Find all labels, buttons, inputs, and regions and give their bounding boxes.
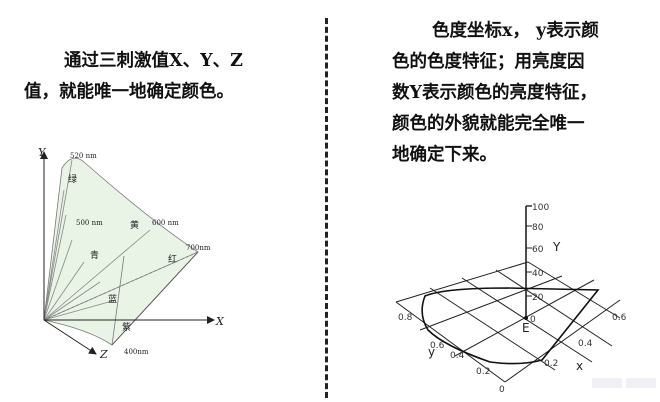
left-text-line-2: 值，就能唯一地确定颜色。 xyxy=(24,82,234,102)
left-description: 通过三刺激值X、Y、Z 值，就能唯一地确定颜色。 xyxy=(24,46,286,108)
wavelength-600: 600 nm xyxy=(152,219,179,227)
z-guide xyxy=(111,255,125,346)
x-axis-label: X xyxy=(215,315,225,328)
xyy-diagram: 100 80 60 40 20 Y E 0 0.8 0.6 0.4 0.2 y … xyxy=(395,203,627,395)
white-point xyxy=(524,316,528,320)
right-text-line-3: 数Y表示颜色的亮度特征， xyxy=(392,83,597,103)
x-tick-0.2: 0.2 xyxy=(544,359,558,369)
label-green: 绿 xyxy=(68,173,77,185)
label-purple: 紫 xyxy=(122,322,131,333)
purple-line xyxy=(111,251,199,346)
z-axis xyxy=(43,319,97,355)
y-axis-letter: y xyxy=(428,345,435,359)
y-axis-label: Y xyxy=(38,146,47,159)
label-red: 红 xyxy=(168,253,177,265)
z-axis-label: Z xyxy=(99,348,108,361)
xyz-axes xyxy=(40,151,215,355)
x-tick-0.6: 0.6 xyxy=(612,313,627,323)
y-base-tick-0.8: 0.8 xyxy=(398,313,413,323)
right-text-line-4: 颜色的外貌就能完全唯一 xyxy=(392,114,585,134)
white-point-label: E xyxy=(522,321,530,335)
right-description: 色度坐标x， y表示颜 色的色度特征；用亮度因 数Y表示颜色的亮度特征， 颜色的… xyxy=(392,16,642,171)
label-cyan: 青 xyxy=(90,249,99,261)
base-origin: 0 xyxy=(499,385,505,395)
right-text-line-1: 色度坐标x， y表示颜 xyxy=(432,21,599,41)
xyz-diagram: Y X Z 520 nm 500 nm 600 nm 700nm 400nm 绿… xyxy=(38,146,225,361)
y-base-tick-0.2: 0.2 xyxy=(476,367,490,377)
chromaticity-grid xyxy=(395,261,621,383)
spectral-locus-region xyxy=(43,157,199,346)
watermark-block xyxy=(626,378,656,388)
y-tick-80: 80 xyxy=(532,223,544,233)
y-tick-60: 60 xyxy=(532,245,544,255)
watermark-block xyxy=(592,378,622,388)
y-base-tick-0.6: 0.6 xyxy=(430,341,445,351)
dashed-divider xyxy=(325,18,328,398)
y-tick-100: 100 xyxy=(532,203,549,213)
luminance-label: Y xyxy=(552,240,561,254)
wavelength-400: 400nm xyxy=(124,348,149,356)
right-text-line-2: 色的色度特征；用亮度因 xyxy=(392,52,585,72)
x-axis-letter: x xyxy=(576,359,583,373)
label-yellow: 黄 xyxy=(130,219,139,231)
x-tick-0.4: 0.4 xyxy=(578,339,593,349)
dashed-guide xyxy=(43,251,199,321)
y-base-tick-0.4: 0.4 xyxy=(450,351,465,361)
label-blue: 蓝 xyxy=(108,293,117,305)
spectral-locus xyxy=(421,287,600,365)
right-text-line-5: 地确定下来。 xyxy=(392,145,497,165)
wavelength-700: 700nm xyxy=(186,244,211,252)
luminance-origin: 0 xyxy=(530,315,536,325)
y-tick-40: 40 xyxy=(532,269,544,279)
left-text-line-1: 通过三刺激值X、Y、Z xyxy=(64,51,243,71)
luminance-ticks xyxy=(526,225,532,297)
wavelength-520: 520 nm xyxy=(70,152,97,160)
wavelength-500: 500 nm xyxy=(76,219,103,227)
